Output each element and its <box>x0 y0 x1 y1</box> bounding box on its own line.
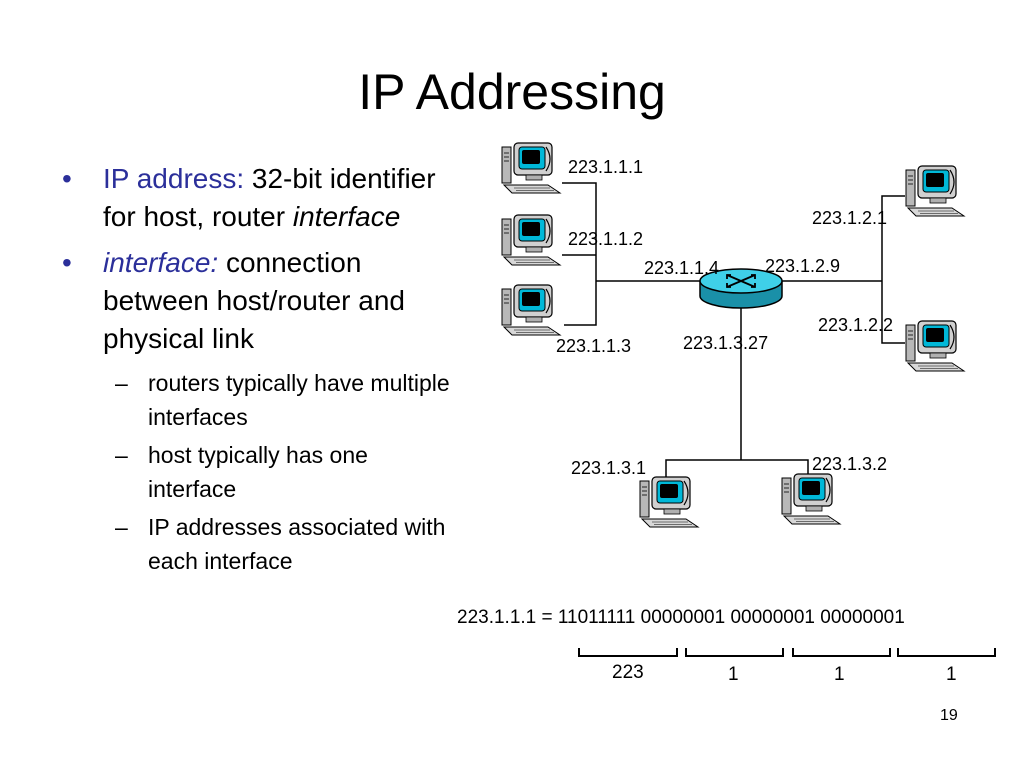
sub-bullet-text: IP addresses associated with each interf… <box>148 514 446 574</box>
sub-bullet-text: host typically has one interface <box>148 442 368 502</box>
subnet-2-links <box>782 195 905 344</box>
host-computer-icon <box>501 284 561 336</box>
interface-italic: interface <box>292 201 401 232</box>
octet-label: 1 <box>834 664 845 685</box>
slide-number: 19 <box>940 707 958 724</box>
subnet-3-links <box>665 306 809 485</box>
host-address-label: 223.1.3.1 <box>571 458 646 478</box>
subnet-1-links <box>562 182 700 326</box>
bullet-dot: • <box>62 247 72 278</box>
host-address-label: 223.1.1.1 <box>568 157 643 177</box>
host-computer-icon <box>501 142 561 194</box>
router-interface-label: 223.1.1.4 <box>644 258 719 278</box>
host-address-label: 223.1.2.1 <box>812 208 887 228</box>
term-interface: interface: <box>103 247 219 278</box>
host-address-label: 223.1.1.3 <box>556 336 631 356</box>
bullet-ip-address: • IP address: 32-bit identifier for host… <box>58 160 458 236</box>
router-interface-label: 223.1.3.27 <box>683 333 768 353</box>
interface-definition: connection between host/router and physi… <box>103 247 405 354</box>
term-ip-address: IP address: <box>103 163 245 194</box>
binary-brackets <box>578 648 996 657</box>
sub-bullet-text: routers typically have multiple interfac… <box>148 370 450 430</box>
slide-title: IP Addressing <box>358 64 666 120</box>
router-interface-label: 223.1.2.9 <box>765 256 840 276</box>
router-icon <box>699 268 783 309</box>
host-computer-icon <box>781 473 841 525</box>
octet-label: 1 <box>946 664 957 685</box>
bullet-dot: • <box>62 163 72 194</box>
sub-bullet: –IP addresses associated with each inter… <box>115 514 446 574</box>
host-computer-icon <box>501 214 561 266</box>
sub-bullet: –host typically has one interface <box>115 442 368 502</box>
bullet-interface: • interface: connection between host/rou… <box>58 244 458 358</box>
ip-address-definition: 32-bit identifier for host, router <box>103 163 436 232</box>
host-computer-icon <box>905 320 965 372</box>
host-address-label: 223.1.2.2 <box>818 315 893 335</box>
host-address-label: 223.1.1.2 <box>568 229 643 249</box>
sub-bullet: –routers typically have multiple interfa… <box>115 370 450 430</box>
binary-address-line: 223.1.1.1 = 11011111 00000001 00000001 0… <box>457 607 905 628</box>
host-computer-icon <box>639 476 699 528</box>
host-address-label: 223.1.3.2 <box>812 454 887 474</box>
host-computer-icon <box>905 165 965 217</box>
octet-label: 223 <box>612 662 644 683</box>
bullet-list: • IP address: 32-bit identifier for host… <box>58 160 458 578</box>
octet-label: 1 <box>728 664 739 685</box>
